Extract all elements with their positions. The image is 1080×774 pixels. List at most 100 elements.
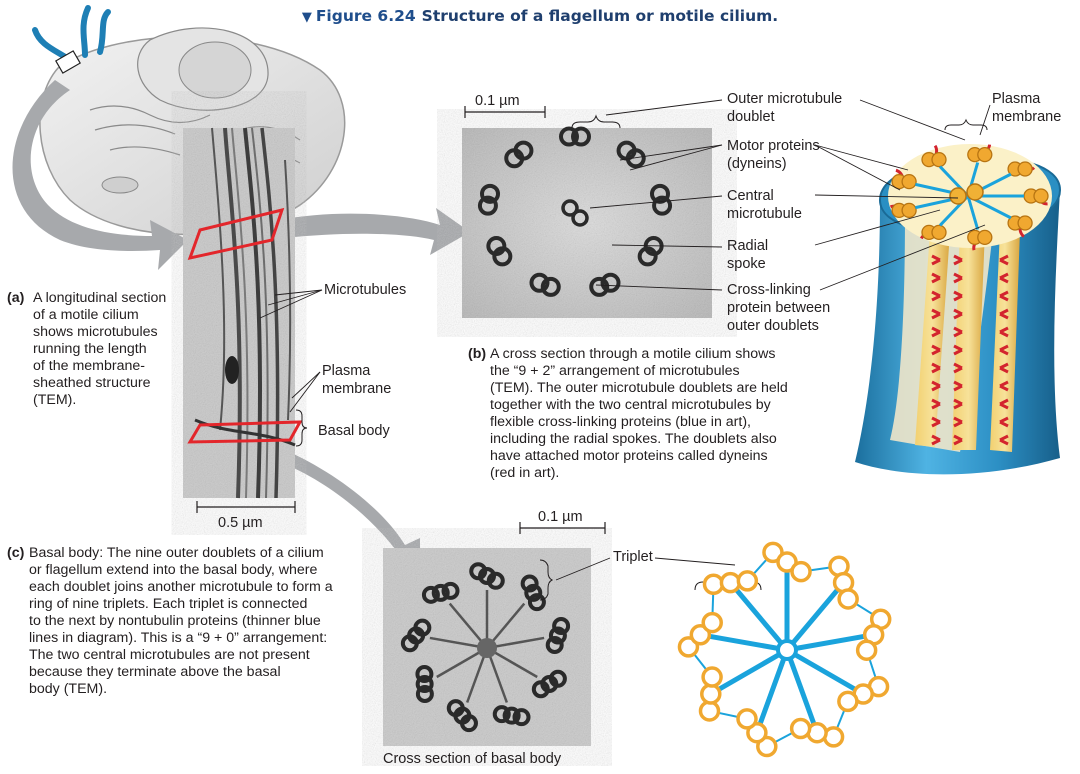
triplet-tubule xyxy=(527,593,546,612)
doublet-tubule xyxy=(589,276,610,297)
radial-spoke xyxy=(784,649,820,734)
panel-b-line: the “9 + 2” arrangement of microtubules xyxy=(490,363,740,379)
dynein-arm xyxy=(999,416,1009,428)
flagellum-3d-art xyxy=(855,144,1062,475)
label-line: spoke xyxy=(727,256,766,272)
label-line: outer doublets xyxy=(727,318,819,334)
triplet-tubule xyxy=(776,551,798,573)
label-line: Motor proteins xyxy=(727,138,820,154)
label-outer-doublet: Outer microtubule doublet xyxy=(727,90,842,126)
radial-spoke xyxy=(728,580,789,652)
panel-c-line: because they terminate above the basal xyxy=(29,664,281,680)
doublet-tubule xyxy=(901,202,917,219)
dynein-arm xyxy=(999,272,1009,284)
triplet-tubule xyxy=(441,581,460,600)
triplet-tubule xyxy=(746,721,768,744)
doublet-tubule xyxy=(477,195,498,216)
dynein-arm xyxy=(931,398,941,410)
panel-c-line: to the next by nontubulin proteins (thin… xyxy=(29,613,321,629)
doublet-tubule xyxy=(1017,161,1033,177)
radial-spoke xyxy=(966,195,980,230)
triplet-tubule xyxy=(415,665,434,684)
radial-spoke xyxy=(699,632,788,653)
label-cross-linking: Cross-linking protein between outer doub… xyxy=(727,281,830,335)
triangle-icon: ▼ xyxy=(301,10,312,25)
panel-c-line: Basal body: The nine outer doublets of a… xyxy=(29,545,324,561)
scale-bar-a-label: 0.5 µm xyxy=(218,515,263,531)
dynein-arm xyxy=(931,290,941,302)
panel-a-line: (TEM). xyxy=(33,392,77,408)
triplet-tubule xyxy=(524,583,543,602)
dynein-arm xyxy=(953,398,963,410)
panel-a-line: of the membrane- xyxy=(33,358,145,374)
dynein-arm xyxy=(931,416,941,428)
tem-cross-section-9-2 xyxy=(462,126,712,318)
doublet-tubule xyxy=(931,151,947,168)
doublet-tubule xyxy=(529,272,550,293)
triplet-tubule xyxy=(502,706,521,725)
triplet-tubule xyxy=(736,570,759,592)
panel-b-line: including the radial spokes. The doublet… xyxy=(490,431,777,447)
radial-spoke xyxy=(785,647,865,697)
label-line: doublet xyxy=(727,109,775,125)
label-line: Plasma xyxy=(322,363,371,379)
triplet-tubule xyxy=(756,735,778,758)
label-line: Central xyxy=(727,188,774,204)
dynein-arm xyxy=(953,308,963,320)
dynein-arm xyxy=(953,362,963,374)
triplet-tubule xyxy=(701,666,723,688)
radial-spoke xyxy=(785,580,846,652)
triplet-tubule xyxy=(421,585,440,604)
label-line: Outer microtubule xyxy=(727,91,843,107)
tem-longitudinal xyxy=(183,127,296,499)
section-plane-upper xyxy=(187,207,285,261)
doublet-tubule xyxy=(637,246,658,267)
triplet-tubule xyxy=(548,626,567,645)
dynein-arm xyxy=(931,308,941,320)
doublet-tubule xyxy=(901,173,917,190)
arrow-to-longitudinal xyxy=(12,80,188,270)
label-plasma-membrane-b: Plasma membrane xyxy=(992,90,1061,126)
panel-b-line: A cross section through a motile cilium … xyxy=(490,346,776,362)
dynein-arm xyxy=(953,290,963,302)
dynein-arm xyxy=(999,290,1009,302)
label-line: Radial xyxy=(727,238,769,254)
triplet-tubule xyxy=(415,675,434,693)
dynein-arm xyxy=(999,362,1009,374)
triplet-tubule xyxy=(762,541,784,564)
label-line: Plasma xyxy=(992,91,1041,107)
triplet-tubule xyxy=(415,684,434,703)
panel-c-caption: (c) Basal body: The nine outer doublets … xyxy=(7,545,367,698)
doublet-tubule xyxy=(1033,188,1049,204)
label-line: (dyneins) xyxy=(727,156,787,172)
dynein-arm xyxy=(999,398,1009,410)
doublet-tubule xyxy=(652,195,673,216)
label-line: protein between xyxy=(727,300,831,316)
panel-a-line: shows microtubules xyxy=(33,324,158,340)
doublet-tubule xyxy=(931,224,947,241)
dynein-arm xyxy=(931,434,941,446)
label-line: membrane xyxy=(322,381,392,397)
label-line: membrane xyxy=(992,109,1062,125)
doublet-tubule xyxy=(480,183,501,204)
panel-a-line: sheathed structure xyxy=(33,375,151,391)
triplet-tubule xyxy=(492,705,511,724)
panel-c-letter: (c) xyxy=(7,545,25,561)
triplet-tubule xyxy=(520,574,539,593)
dynein-arm xyxy=(999,308,1009,320)
doublet-tubule xyxy=(1017,215,1033,231)
triplet-tubule xyxy=(837,588,859,610)
triplet-tubule xyxy=(512,708,531,727)
dynein-arm xyxy=(931,254,941,266)
panel-c-line: ring of nine triplets. Each triplet is c… xyxy=(29,596,308,612)
panel-b-letter: (b) xyxy=(468,346,487,362)
triplet-tubule xyxy=(701,611,723,634)
panel-a-line: A longitudinal section xyxy=(33,290,167,306)
doublet-tubule xyxy=(559,126,579,147)
dynein-arm xyxy=(953,416,963,428)
radial-spoke xyxy=(709,647,789,697)
dynein-arm xyxy=(953,344,963,356)
panel-c-line: lines in diagram). This is a “9 + 0” arr… xyxy=(29,630,328,646)
triplet-tubule xyxy=(446,699,465,718)
